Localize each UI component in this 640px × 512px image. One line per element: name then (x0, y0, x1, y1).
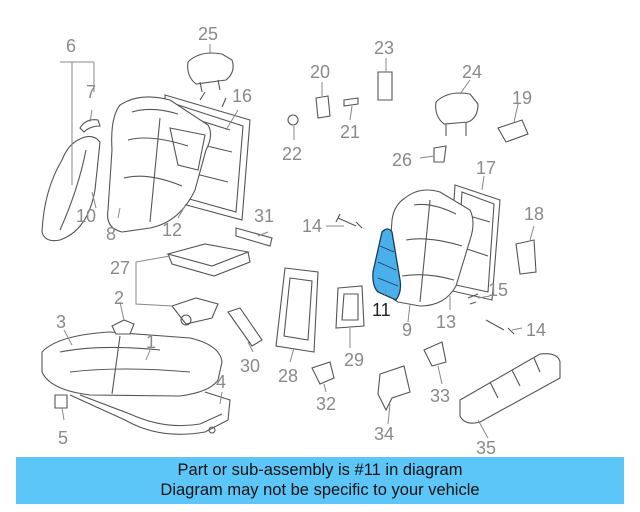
callout-12: 12 (162, 220, 182, 240)
callout-5: 5 (58, 428, 68, 448)
callout-8: 8 (106, 224, 116, 244)
callout-22: 22 (282, 144, 302, 164)
callout-18: 18 (524, 204, 544, 224)
headrest-25 (187, 52, 234, 93)
clip-2 (111, 319, 135, 335)
callout-25: 25 (198, 24, 218, 44)
cover-30 (227, 307, 263, 347)
bracket-32 (311, 361, 335, 385)
callout-labels: 6 7 10 8 12 16 25 31 27 2 3 1 4 5 30 28 … (56, 24, 546, 455)
nut-22 (287, 114, 299, 126)
bolt-15 (467, 293, 479, 305)
bracket-29 (335, 285, 365, 329)
callout-3: 3 (56, 312, 66, 332)
headrest-24 (435, 92, 479, 136)
callout-15: 15 (488, 280, 508, 300)
clip-7 (79, 119, 101, 133)
bolt-14-upper (335, 213, 363, 229)
callout-10: 10 (76, 206, 96, 226)
cushion-frame-4 (69, 391, 231, 435)
callout-11: 11 (372, 300, 391, 320)
callout-21: 21 (340, 122, 360, 142)
callout-2: 2 (114, 288, 124, 308)
leader-lines (60, 44, 535, 439)
right-seatback-cushion (387, 189, 474, 307)
banner-line-2: Diagram may not be specific to your vehi… (160, 481, 480, 499)
callout-32: 32 (316, 394, 336, 414)
callout-1: 1 (146, 332, 156, 352)
armrest-bracket-27 (171, 297, 219, 326)
bracket-33 (423, 341, 447, 367)
trim-strip-31 (235, 227, 273, 247)
bracket-34 (377, 365, 411, 412)
callout-35: 35 (476, 438, 496, 455)
callout-34: 34 (374, 424, 394, 444)
screw-21 (343, 97, 359, 107)
callout-13: 13 (436, 312, 456, 332)
callout-19: 19 (512, 88, 532, 108)
callout-4: 4 (216, 372, 226, 392)
callout-27: 27 (110, 258, 130, 278)
clip-20 (315, 95, 331, 119)
callout-14-lower: 14 (526, 320, 546, 340)
rear-seat-cushion (41, 331, 223, 397)
callout-20: 20 (310, 62, 330, 82)
callout-26: 26 (392, 150, 412, 170)
guide-26 (433, 145, 447, 163)
banner-line-1: Part or sub-assembly is #11 in diagram (177, 461, 463, 479)
bolt-14-lower (485, 319, 515, 335)
callout-16: 16 (232, 86, 252, 106)
highlighted-part-11 (372, 228, 402, 301)
left-side-bolster (41, 135, 101, 242)
callout-24: 24 (462, 62, 482, 82)
left-seatback-cushion (107, 96, 212, 233)
callout-17: 17 (476, 158, 496, 178)
armrest-panel-27 (165, 243, 251, 277)
latch-23 (377, 71, 393, 101)
callout-28: 28 (278, 366, 298, 386)
callout-9: 9 (402, 320, 412, 340)
clip-5 (54, 394, 68, 409)
callout-30: 30 (240, 356, 260, 376)
bracket-18 (515, 239, 537, 275)
callout-14-upper: 14 (302, 216, 322, 236)
latch-19 (497, 119, 529, 143)
callout-23: 23 (374, 38, 394, 58)
cushion-35 (459, 353, 561, 424)
callout-33: 33 (430, 386, 450, 406)
callout-6: 6 (66, 36, 76, 56)
armrest-frame-28 (275, 267, 319, 353)
callout-29: 29 (344, 350, 364, 370)
info-banner: Part or sub-assembly is #11 in diagram D… (16, 457, 624, 504)
callout-31: 31 (254, 206, 274, 226)
callout-7: 7 (86, 82, 96, 102)
parts-diagram: 6 7 10 8 12 16 25 31 27 2 3 1 4 5 30 28 … (41, 24, 561, 455)
